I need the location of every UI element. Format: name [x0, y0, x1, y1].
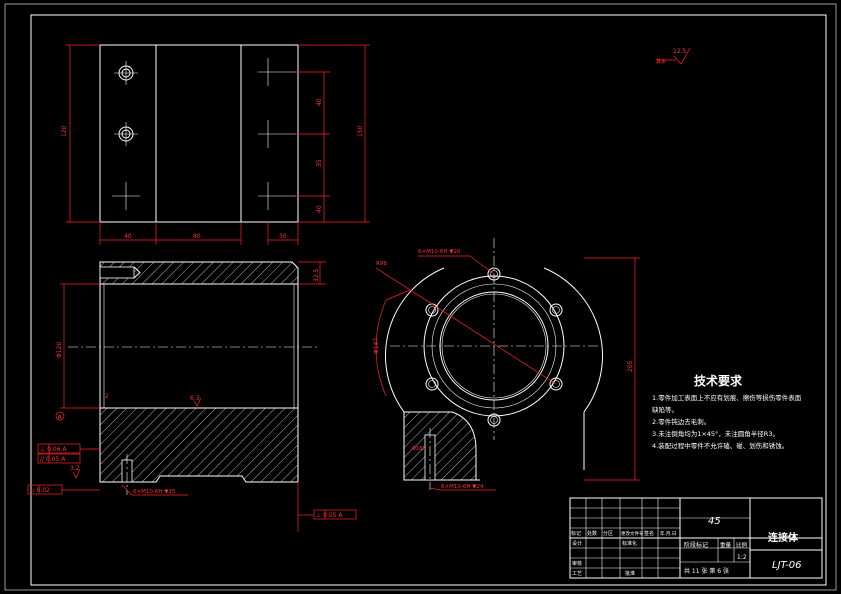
tb-change: 更改文件号: [621, 530, 644, 537]
requirement-line-5: 4.装配过程中零件不允许磕、碰、划伤和锈蚀。: [652, 441, 788, 450]
bolt-hole-3: [112, 182, 140, 210]
datum-label: A: [58, 414, 63, 421]
tb-review: 审核: [572, 560, 582, 567]
dim-overall-height: 120: [61, 125, 68, 137]
dim-side-height: 205: [627, 360, 634, 372]
flange-hole-3: [549, 377, 563, 391]
tb-standard: 标准化: [622, 540, 637, 547]
tb-scale: 1:2: [737, 554, 747, 561]
bolt-hole-1: [114, 61, 138, 85]
tb-date: 年.月.日: [660, 530, 676, 537]
dim-total-right: 150: [357, 125, 364, 137]
tb-zone: 分区: [603, 530, 613, 537]
tb-approve: 批准: [625, 570, 635, 577]
roughness-small: 3.2: [70, 465, 80, 472]
callout-thread-left: 6×M10-6H ▼15: [133, 489, 176, 495]
bolt-hole-2: [114, 122, 138, 146]
tol-par: // 0.05 A: [40, 456, 66, 463]
outer-frame: [4, 3, 837, 591]
dim-wall: 32.5: [313, 268, 320, 282]
dim-chamfer-mid: 6.3: [190, 395, 200, 402]
flange-hole-2: [549, 303, 563, 317]
tol-flat: ▱ 0.02: [30, 487, 50, 494]
tb-ratio: 比例: [736, 541, 748, 549]
inner-frame: [30, 14, 827, 586]
dim-radius: R98: [376, 261, 387, 267]
roughness-value: 12.5: [673, 48, 687, 55]
tb-process: 工艺: [572, 571, 582, 577]
front-section-view: 32.5 Φ120 2 6.3 A ⊥ 0.06 A // 0.05 A 3.2…: [27, 261, 357, 532]
side-view: 205 6×M10-6H ▼20 Φ147 R98 Φ188 6×M10-6H …: [373, 238, 640, 491]
tb-sign: 签名: [644, 530, 654, 537]
dim-right-strip: 30: [279, 233, 287, 240]
title-block: 标记 处数 分区 更改文件号 签名 年.月.日 设计 标准化 审核 工艺 批准 …: [569, 497, 823, 579]
dim-mid-strip: 80: [193, 233, 201, 240]
tol-right: ⊥ 0.05 A: [316, 512, 343, 519]
tb-count: 处数: [587, 530, 597, 537]
tb-design: 设计: [572, 540, 582, 547]
tb-sheets: 共 11 张 第 6 张: [684, 567, 729, 575]
dim-left-strip: 40: [124, 233, 132, 240]
dim-pitch-a: 40: [316, 98, 323, 106]
technical-requirements: 技术要求 1.零件加工表面上不应有划痕、擦伤等损伤零件表面 缺陷等。 2.零件钝…: [652, 373, 802, 450]
tb-material: 45: [708, 516, 721, 527]
requirement-line-1: 1.零件加工表面上不应有划痕、擦伤等损伤零件表面: [652, 393, 802, 402]
tb-part-name: 连接体: [768, 531, 799, 544]
callout-thread-right: 6×M10-6H ▼24: [441, 484, 484, 490]
requirements-title: 技术要求: [694, 373, 743, 388]
tb-weight: 重量: [720, 541, 732, 549]
requirement-line-3: 2.零件钝边去毛刺。: [652, 417, 710, 426]
requirement-line-2: 缺陷等。: [652, 405, 678, 414]
requirement-line-4: 3.未注倒角均为1×45°，未注圆角半径R3。: [652, 429, 779, 438]
tb-mark: 标记: [571, 530, 581, 537]
dim-flange-dia: Φ188: [412, 446, 425, 452]
tb-drawing-no: LJT-06: [772, 560, 802, 571]
general-roughness-symbol: 12.5 其余: [656, 47, 691, 65]
top-view: 120 150 40 35 40 40 80 30: [61, 44, 370, 245]
flange-hole-5: [425, 377, 439, 391]
dim-pitch-b: 35: [316, 159, 323, 167]
roughness-prefix: 其余: [656, 58, 666, 65]
tb-stage: 阶段标记: [684, 541, 708, 549]
dim-bore-dia: Φ120: [56, 342, 63, 358]
callout-holes-top: 6×M10-6H ▼20: [418, 249, 461, 255]
dim-chamfer-left: 2: [105, 393, 109, 400]
dim-pitch-c: 40: [316, 205, 323, 213]
dim-arc-dia: Φ147: [373, 338, 380, 354]
tol-perp: ⊥ 0.06 A: [40, 446, 67, 453]
